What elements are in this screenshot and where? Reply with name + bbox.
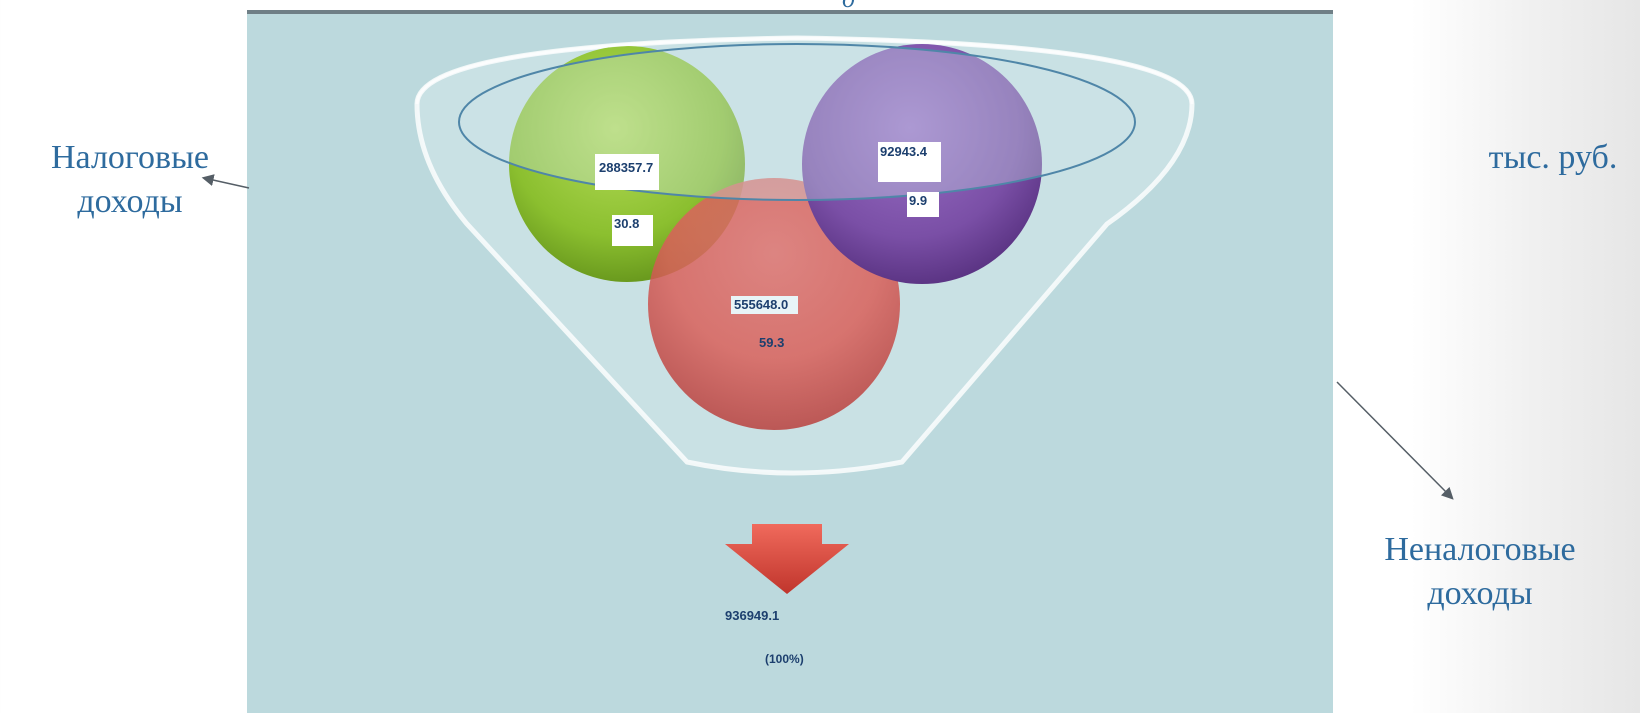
label-non-tax-income-line2: доходы xyxy=(1427,575,1533,612)
funnel-rim xyxy=(458,43,1136,201)
purple-percent: 9.9 xyxy=(907,192,940,217)
red-percent: 59.3 xyxy=(759,335,785,350)
funnel-diagram xyxy=(414,35,1195,594)
green-value: 288357.7 xyxy=(595,154,660,190)
label-tax-income-line1: Налоговые xyxy=(51,139,209,176)
funnel-rim-outer xyxy=(415,36,1194,105)
down-arrow-icon xyxy=(725,524,849,594)
label-non-tax-income-line1: Неналоговые xyxy=(1384,531,1576,568)
total-value: 936949.1 xyxy=(725,608,780,623)
label-tax-income: Налоговые доходы xyxy=(30,136,230,224)
total-percent: (100%) xyxy=(765,652,804,666)
red-value: 555648.0 xyxy=(731,296,799,314)
green-percent: 30.8 xyxy=(612,215,654,246)
label-non-tax-income: Неналоговые доходы xyxy=(1360,528,1600,616)
funnel-panel: 288357.7 30.8 92943.4 9.9 555648.0 59.3 … xyxy=(247,10,1333,713)
label-tax-income-line2: доходы xyxy=(77,183,183,220)
top-cutoff-text: д xyxy=(842,0,902,14)
label-units: тыс. руб. xyxy=(1488,139,1618,176)
connector-non-tax-income xyxy=(1336,381,1454,500)
purple-value: 92943.4 xyxy=(878,142,941,182)
